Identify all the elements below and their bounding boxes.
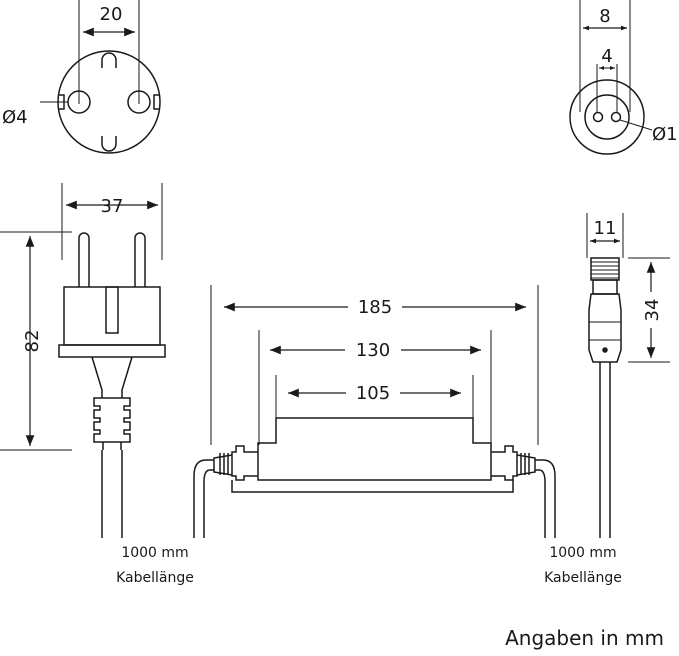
right-cable-label: Kabellänge — [544, 570, 622, 586]
plug-side-view — [0, 183, 166, 538]
connector-side-view — [586, 213, 670, 538]
units-note: Angaben in mm — [505, 626, 664, 650]
housing-middle-length-label: 130 — [356, 340, 390, 361]
housing-top-length-label: 105 — [356, 383, 390, 404]
plug-height-label: 82 — [22, 330, 43, 353]
right-cable-length: 1000 mm — [549, 545, 616, 561]
housing-overall-length-label: 185 — [358, 297, 392, 318]
plug-pin-diameter-label: Ø4 — [2, 107, 28, 128]
left-cable-length: 1000 mm — [121, 545, 188, 561]
plug-pin-spacing-label: 20 — [100, 4, 123, 25]
housing-side-view — [193, 285, 556, 538]
connector-length-label: 34 — [642, 299, 663, 322]
left-cable-label: Kabellänge — [116, 570, 194, 586]
socket-pin-spacing-label: 4 — [601, 46, 612, 67]
socket-face-view — [569, 0, 653, 155]
connector-width-label: 11 — [594, 218, 617, 239]
plug-face-view — [40, 0, 161, 154]
plug-width-label: 37 — [101, 196, 124, 217]
socket-pin-diameter-label: Ø1 — [652, 124, 678, 145]
socket-width-label: 8 — [599, 6, 610, 27]
